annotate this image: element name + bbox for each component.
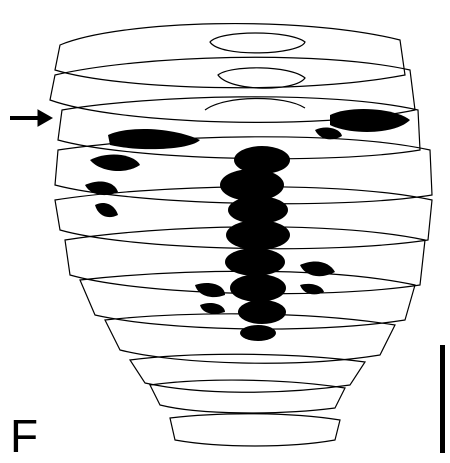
dark-region <box>228 196 288 224</box>
dark-region <box>220 169 284 201</box>
dark-region <box>238 300 286 324</box>
right-arrow-icon <box>10 110 52 126</box>
small-contour <box>205 98 305 110</box>
dark-region <box>90 155 140 171</box>
dark-region <box>240 325 276 341</box>
section-outline <box>130 354 365 392</box>
dark-region <box>200 303 225 314</box>
small-contour <box>218 68 305 88</box>
dark-region <box>85 181 118 195</box>
dark-region <box>226 220 290 250</box>
dark-region <box>230 274 286 302</box>
section-outline <box>55 24 405 88</box>
section-outline <box>150 380 345 413</box>
dark-region <box>195 283 225 297</box>
dark-region <box>108 129 200 149</box>
dark-region <box>95 203 118 217</box>
dark-region <box>225 248 285 276</box>
dark-region <box>300 261 335 276</box>
small-contour <box>210 33 305 53</box>
dark-region <box>330 109 410 132</box>
dark-region <box>300 284 324 295</box>
vertical-scale-bar <box>440 345 445 453</box>
section-outline <box>170 414 340 446</box>
panel-label: F <box>10 413 38 459</box>
